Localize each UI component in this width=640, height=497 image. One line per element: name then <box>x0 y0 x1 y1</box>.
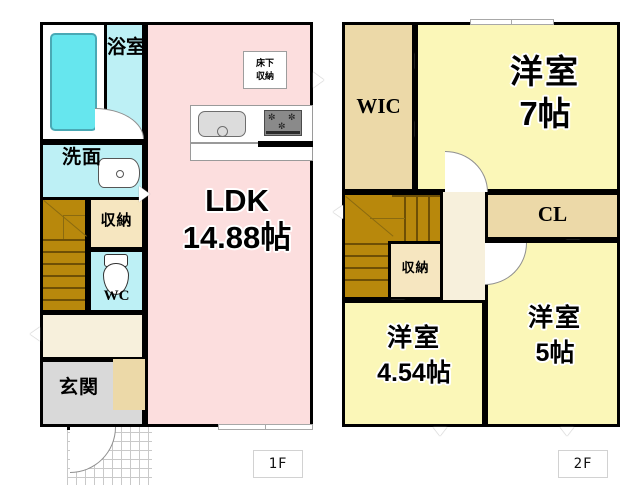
room-7jo-north-window-sash <box>511 19 512 25</box>
floor-tag-1f: 1F <box>253 450 303 478</box>
room-storage-1f[interactable] <box>88 197 145 250</box>
floor-tag-2f: 2F <box>558 450 608 478</box>
stairs-2f-opening-icon <box>333 205 343 219</box>
kitchen-sink-drain-icon <box>217 126 228 137</box>
storage-1f-door-icon <box>139 186 150 202</box>
stove-burner-left-icon: ✼ <box>268 112 276 122</box>
room-storage-2f[interactable] <box>388 241 443 300</box>
bathroom-partition <box>104 25 107 139</box>
hallway-window-icon <box>30 327 40 341</box>
toilet-icon <box>103 263 129 295</box>
room-ldk[interactable] <box>145 22 313 427</box>
stair-tread <box>43 239 85 241</box>
stair-tread-2f <box>345 279 391 281</box>
stair-tread-2f <box>428 195 430 243</box>
ldk-south-window-sash <box>265 424 266 430</box>
kitchen-counter-edge <box>258 141 313 147</box>
stair-winder-2f <box>370 218 405 220</box>
stair-winder-v <box>63 215 65 239</box>
room-closet-cl[interactable] <box>485 192 620 240</box>
entrance-threshold <box>67 424 72 430</box>
vanity-sink-drain-icon <box>116 170 124 178</box>
room-western-454jo[interactable] <box>342 300 485 427</box>
under-floor-storage-box <box>243 51 287 89</box>
stove-grill-bar-icon <box>266 131 300 134</box>
ldk-east-window-icon <box>313 72 324 88</box>
stair-tread <box>43 287 85 289</box>
stair-tread-2f <box>345 267 391 269</box>
stair-tread-2f <box>345 243 391 245</box>
first-floor-plan: ✼ ✼ ✼ 床下 収納 LDK 14.88帖 浴室 洗面 収納 <box>30 22 324 485</box>
stair-tread-2f <box>345 255 391 257</box>
stair-tread <box>43 263 85 265</box>
stair-tread <box>43 275 85 277</box>
stair-winder <box>63 215 85 217</box>
kitchen-counter-front <box>190 143 313 161</box>
hallway-2f <box>443 192 485 312</box>
stair-tread <box>43 251 85 253</box>
second-floor-plan: WIC 洋室 7帖 収納 CL <box>330 0 640 497</box>
room-5jo-window-icon <box>560 427 574 436</box>
room-7jo-north-window <box>470 19 554 25</box>
room-454jo-window-icon <box>433 427 447 436</box>
hallway-1f <box>40 312 145 360</box>
stair-tread-2f <box>416 195 418 243</box>
room-walk-in-closet[interactable] <box>342 22 415 192</box>
entrance-shoe-box <box>113 359 145 410</box>
stair-tread <box>43 299 85 301</box>
stove-burner-right-icon: ✼ <box>288 112 296 122</box>
kitchen-sink-icon <box>198 111 246 137</box>
stove-burner-back-icon: ✼ <box>278 121 286 131</box>
bathtub-icon <box>50 33 97 131</box>
